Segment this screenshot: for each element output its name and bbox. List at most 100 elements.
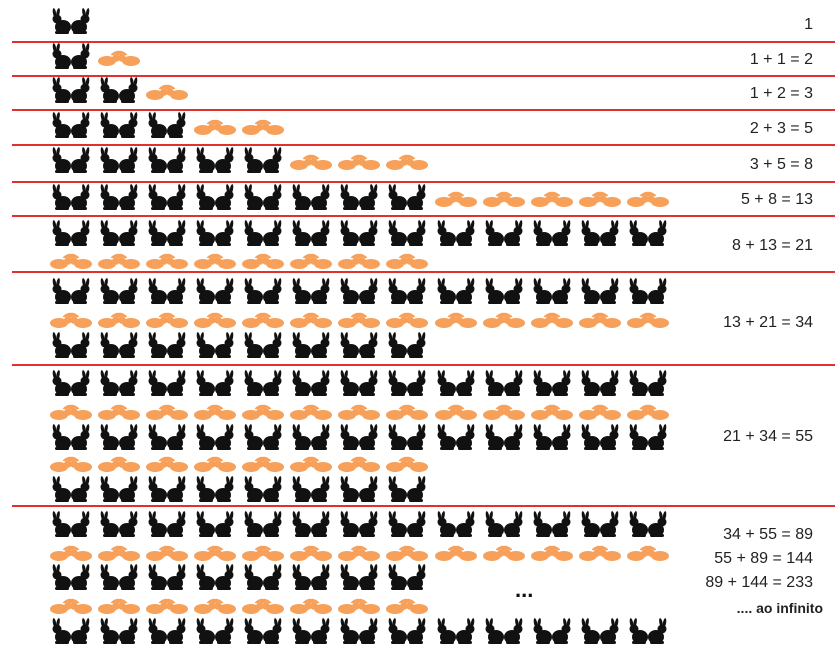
rabbit-pair-orange-icon	[386, 253, 428, 269]
rabbit-pair-black-icon	[100, 511, 138, 537]
rabbit-pair-orange-icon	[290, 404, 332, 420]
rabbit-pair-orange-icon	[290, 154, 332, 170]
rabbit-pair-orange-icon	[435, 312, 477, 328]
rabbit-pair-black-icon	[196, 618, 234, 644]
rabbit-pair-orange-icon	[483, 545, 525, 561]
rabbit-pair-black-icon	[196, 370, 234, 396]
rabbit-pair-orange-icon	[98, 50, 140, 66]
rabbit-pair-black-icon	[629, 618, 667, 644]
rabbit-pair-black-icon	[196, 564, 234, 590]
rabbit-pair-black-icon	[244, 220, 282, 246]
rabbit-pair-black-icon	[52, 220, 90, 246]
rabbit-pair-orange-icon	[242, 119, 284, 135]
rabbit-pair-black-icon	[148, 511, 186, 537]
rabbit-pair-black-icon	[196, 476, 234, 502]
rabbit-pair-black-icon	[485, 278, 523, 304]
rabbit-pair-orange-icon	[338, 312, 380, 328]
rabbit-pair-black-icon	[437, 424, 475, 450]
rabbit-pair-black-icon	[388, 511, 426, 537]
equation-row-4: 2 + 3 = 5	[749, 120, 813, 137]
rabbit-pair-black-icon	[437, 370, 475, 396]
rabbit-pair-black-icon	[52, 278, 90, 304]
rabbit-pair-orange-icon	[194, 253, 236, 269]
rabbit-pair-orange-icon	[146, 545, 188, 561]
rabbit-pair-orange-icon	[242, 253, 284, 269]
rabbit-pair-orange-icon	[531, 191, 573, 207]
rabbit-pair-black-icon	[437, 618, 475, 644]
rabbit-pair-black-icon	[292, 278, 330, 304]
rabbit-pair-black-icon	[388, 332, 426, 358]
rabbit-pair-orange-icon	[194, 598, 236, 614]
rabbit-pair-black-icon	[388, 564, 426, 590]
rabbit-pair-orange-icon	[242, 456, 284, 472]
rabbit-pair-black-icon	[244, 184, 282, 210]
rabbit-pair-black-icon	[292, 220, 330, 246]
rabbit-pair-black-icon	[148, 424, 186, 450]
rabbit-pair-black-icon	[292, 332, 330, 358]
rabbit-pair-black-icon	[244, 618, 282, 644]
rabbit-pair-black-icon	[52, 424, 90, 450]
rabbit-pair-orange-icon	[338, 253, 380, 269]
rabbit-pair-orange-icon	[50, 598, 92, 614]
equation-row-11: 55 + 89 = 144	[714, 550, 813, 567]
rabbit-pair-orange-icon	[98, 312, 140, 328]
rabbit-pair-black-icon	[148, 278, 186, 304]
rabbit-pair-black-icon	[340, 278, 378, 304]
rabbit-pair-black-icon	[244, 370, 282, 396]
rabbit-pair-black-icon	[52, 511, 90, 537]
rabbit-pair-orange-icon	[242, 312, 284, 328]
rabbit-pair-black-icon	[52, 77, 90, 103]
rabbit-pair-black-icon	[148, 112, 186, 138]
rabbit-pair-black-icon	[148, 476, 186, 502]
rabbit-pair-black-icon	[196, 220, 234, 246]
rabbit-pair-black-icon	[533, 618, 571, 644]
rabbit-pair-black-icon	[629, 370, 667, 396]
rabbit-pair-black-icon	[100, 184, 138, 210]
rabbit-pair-black-icon	[292, 476, 330, 502]
equation-row-10: 34 + 55 = 89	[723, 526, 813, 543]
rabbit-pair-black-icon	[292, 370, 330, 396]
rabbit-pair-orange-icon	[146, 84, 188, 100]
rabbit-pair-black-icon	[485, 511, 523, 537]
equation-row-9: 21 + 34 = 55	[723, 428, 813, 445]
rabbit-pair-orange-icon	[579, 191, 621, 207]
rabbit-pair-orange-icon	[386, 312, 428, 328]
rabbit-pair-orange-icon	[98, 456, 140, 472]
rabbit-pair-black-icon	[340, 476, 378, 502]
rabbit-pair-black-icon	[244, 147, 282, 173]
rabbit-pair-orange-icon	[242, 404, 284, 420]
rabbit-pair-black-icon	[52, 184, 90, 210]
rabbit-pair-orange-icon	[50, 404, 92, 420]
rabbit-pair-black-icon	[148, 184, 186, 210]
rabbit-pair-black-icon	[196, 184, 234, 210]
rabbit-pair-orange-icon	[50, 456, 92, 472]
rabbit-pair-black-icon	[581, 370, 619, 396]
rabbit-pair-orange-icon	[627, 191, 669, 207]
rabbit-pair-black-icon	[437, 220, 475, 246]
rabbit-pair-black-icon	[52, 332, 90, 358]
rabbit-pair-orange-icon	[483, 191, 525, 207]
rabbit-pair-black-icon	[388, 220, 426, 246]
rabbit-pair-orange-icon	[290, 598, 332, 614]
row-divider	[12, 75, 835, 77]
rabbit-pair-black-icon	[244, 564, 282, 590]
rabbit-pair-black-icon	[581, 618, 619, 644]
rabbit-pair-orange-icon	[146, 456, 188, 472]
rabbit-pair-orange-icon	[98, 598, 140, 614]
ellipsis: ...	[515, 577, 534, 602]
rabbit-pair-black-icon	[196, 332, 234, 358]
rabbit-pair-black-icon	[292, 564, 330, 590]
rabbit-pair-black-icon	[581, 278, 619, 304]
rabbit-pair-orange-icon	[627, 312, 669, 328]
row-divider	[12, 505, 835, 507]
rabbit-pair-black-icon	[148, 147, 186, 173]
rabbit-pair-black-icon	[292, 618, 330, 644]
row-divider	[12, 144, 835, 146]
rabbit-pair-orange-icon	[579, 404, 621, 420]
equation-row-12: 89 + 144 = 233	[705, 574, 813, 591]
rabbit-pair-orange-icon	[338, 598, 380, 614]
rabbit-pair-black-icon	[340, 564, 378, 590]
rabbit-pair-orange-icon	[338, 404, 380, 420]
rabbit-pair-orange-icon	[50, 253, 92, 269]
equation-row-7: 8 + 13 = 21	[732, 237, 813, 254]
